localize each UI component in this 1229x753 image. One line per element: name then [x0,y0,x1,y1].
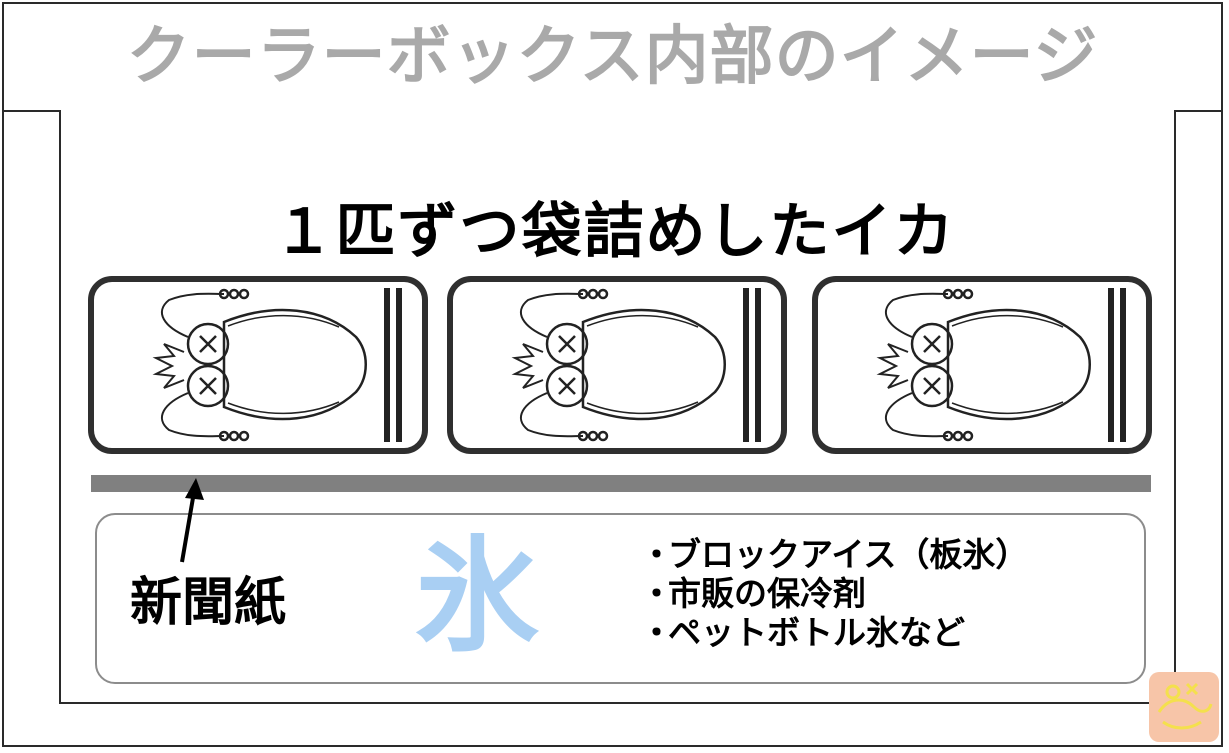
title-bar: クーラーボックス内部のイメージ [2,2,1223,112]
squid-icon [152,288,402,442]
bullet: ・ [640,574,673,613]
ice-layer [95,513,1146,684]
ice-item-label: ペットボトル氷など [668,613,965,652]
newspaper-layer [91,475,1151,492]
squid-bag-3 [812,276,1152,454]
squid-bag-2 [447,276,787,454]
bullet: ・ [640,535,673,574]
list-item: ・市販の保冷剤 [640,574,1028,613]
ice-item-label: 市販の保冷剤 [668,574,866,613]
squid-icon [876,288,1126,442]
list-item: ・ペットボトル氷など [640,613,1028,652]
arrow-icon [180,478,204,563]
watermark-logo [1149,672,1219,742]
squid-bag-1 [88,276,428,454]
ice-item-label: ブロックアイス（板氷） [668,535,1029,574]
squid-heading: １匹ずつ袋詰めしたイカ [273,197,956,267]
page-title: クーラーボックス内部のイメージ [126,20,1099,94]
ice-items-list: ・ブロックアイス（板氷） ・市販の保冷剤 ・ペットボトル氷など [640,535,1028,652]
squid-icon [511,288,761,442]
ice-kanji: 氷 [414,524,539,669]
newspaper-label: 新聞紙 [130,573,287,633]
list-item: ・ブロックアイス（板氷） [640,535,1028,574]
logo-icon [1157,682,1213,730]
bullet: ・ [640,613,673,652]
